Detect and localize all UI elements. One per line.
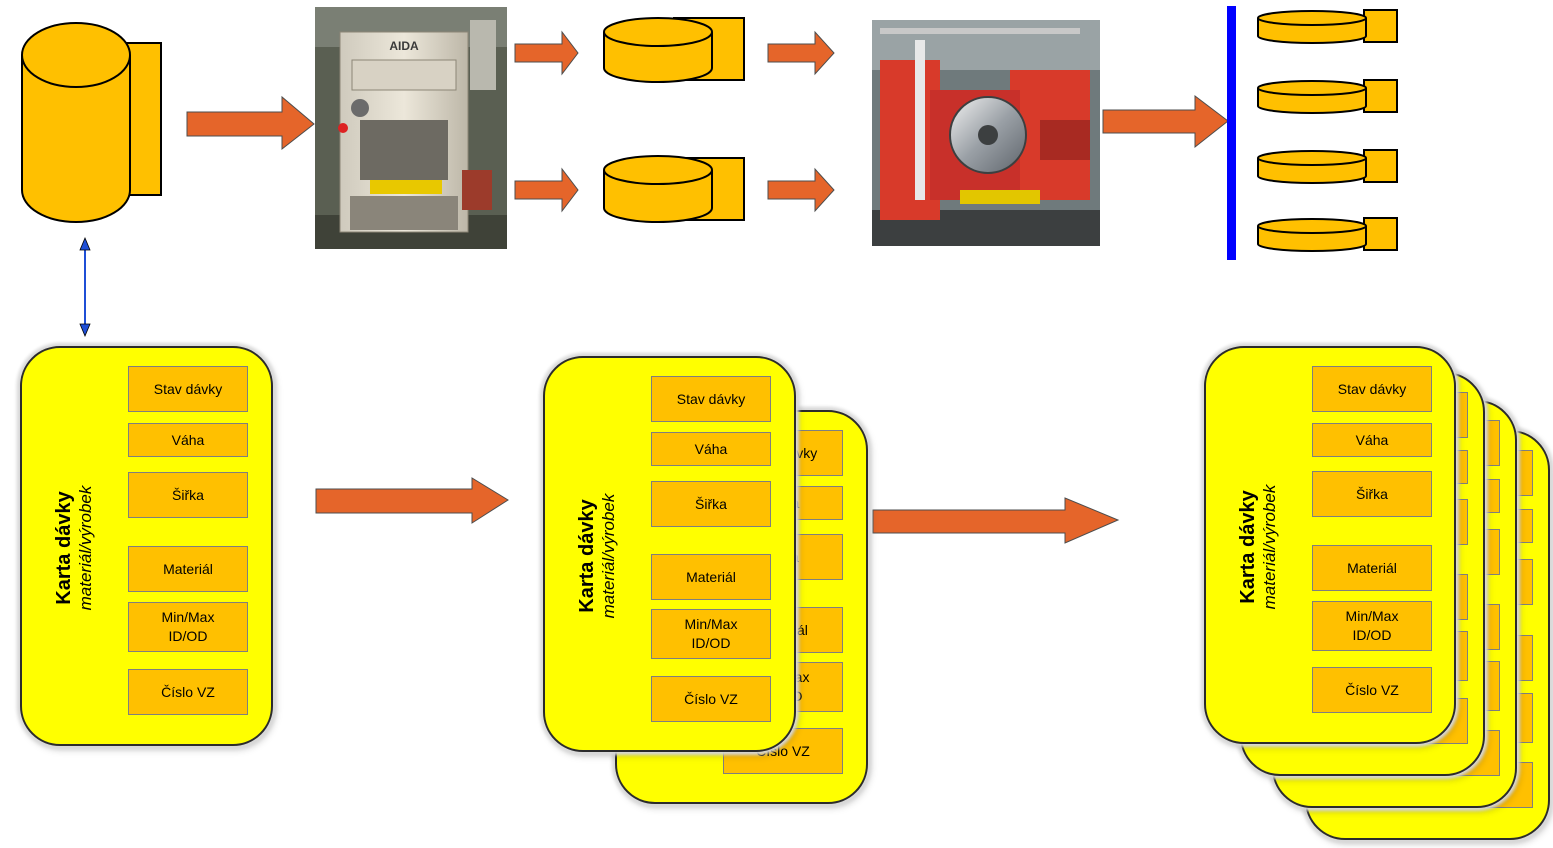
card-field: Stav dávky — [651, 376, 771, 422]
card-field: Stav dávky — [1312, 366, 1432, 412]
coil-icon — [1257, 9, 1398, 44]
card-field: Stav dávky — [128, 366, 248, 412]
coil-icon — [1257, 149, 1398, 184]
card-field: Min/Max ID/OD — [651, 609, 771, 659]
card-field: Materiál — [1312, 545, 1432, 591]
flow-arrow — [514, 30, 579, 76]
card-title-main: Karta dávky — [576, 499, 598, 613]
card-field: Číslo VZ — [1312, 667, 1432, 713]
card-field: Šiřka — [128, 472, 248, 518]
card-field: Váha — [651, 432, 771, 466]
press-machine-photo: AIDA — [315, 7, 507, 249]
coil-icon — [603, 17, 745, 83]
card-title-main: Karta dávky — [1237, 490, 1259, 604]
card-field: Šiřka — [651, 481, 771, 527]
slitting-line-photo — [872, 20, 1100, 246]
card-field: Číslo VZ — [651, 676, 771, 722]
card-title-sub: materiál/výrobek — [1260, 484, 1279, 610]
card-title-main: Karta dávky — [53, 491, 75, 605]
card-field: Materiál — [651, 554, 771, 600]
card-field: Šiřka — [1312, 471, 1432, 517]
link-arrow — [79, 236, 91, 338]
svg-text:AIDA: AIDA — [389, 39, 419, 53]
coil-icon — [603, 155, 745, 223]
card-title-sub: materiál/výrobek — [599, 493, 618, 619]
flow-arrow — [1102, 94, 1229, 149]
flow-arrow — [186, 95, 315, 151]
card-field: Váha — [128, 423, 248, 457]
coil-icon — [1257, 217, 1398, 252]
card-field: Min/Max ID/OD — [128, 602, 248, 652]
card-field: Číslo VZ — [128, 669, 248, 715]
card-field: Váha — [1312, 423, 1432, 457]
card-title-sub: materiál/výrobek — [76, 485, 95, 611]
flow-arrow — [872, 497, 1120, 544]
coil-icon — [1257, 79, 1398, 114]
flow-arrow — [514, 167, 579, 213]
flow-arrow — [315, 477, 509, 524]
flow-arrow — [767, 30, 835, 76]
coil-icon — [21, 22, 162, 223]
flow-arrow — [767, 167, 835, 213]
divider-bar — [1227, 6, 1236, 260]
card-field: Materiál — [128, 546, 248, 592]
card-field: Min/Max ID/OD — [1312, 601, 1432, 651]
